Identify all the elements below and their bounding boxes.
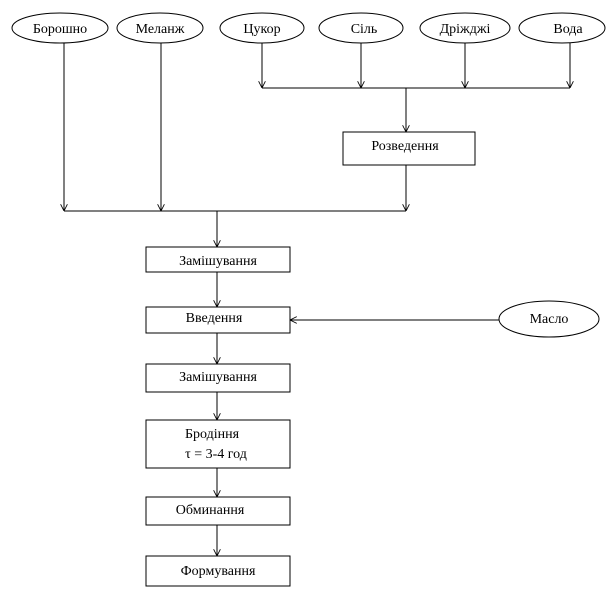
step-punching-down: Обминання [145, 496, 291, 526]
ingredient-yeast-label: Дріжджі [440, 22, 491, 37]
ingredient-melange: Меланж [116, 12, 204, 44]
ingredient-yeast: Дріжджі [419, 12, 511, 44]
ingredient-flour-label: Борошно [33, 22, 87, 37]
ingredient-water-label: Вода [553, 22, 583, 37]
ingredient-flour: Борошно [11, 12, 109, 44]
step-dilution-label: Розведення [371, 139, 439, 154]
step-addition-label: Введення [186, 311, 243, 326]
step-mixing-1-label: Замішування [179, 254, 257, 269]
ingredient-salt: Сіль [318, 12, 404, 44]
step-mixing-2-label: Замішування [179, 370, 257, 385]
step-forming: Формування [145, 555, 291, 587]
step-addition: Введення [145, 306, 291, 334]
step-mixing-1: Замішування [145, 246, 291, 273]
ingredient-salt-label: Сіль [351, 22, 378, 37]
ingredient-melange-label: Меланж [136, 22, 185, 37]
ingredient-water: Вода [518, 12, 606, 44]
step-dilution: Розведення [342, 131, 476, 166]
step-punching-down-label: Обминання [176, 503, 245, 518]
step-mixing-2: Замішування [145, 363, 291, 393]
ingredient-sugar-label: Цукор [243, 22, 280, 37]
ingredient-butter-label: Масло [530, 312, 569, 327]
step-fermentation: Бродіння τ = 3-4 год [145, 419, 291, 469]
step-fermentation-label: Бродіння [185, 427, 240, 442]
step-fermentation-time: τ = 3-4 год [185, 447, 247, 462]
ingredient-sugar: Цукор [219, 12, 305, 44]
ingredient-butter: Масло [498, 300, 600, 338]
step-forming-label: Формування [181, 564, 256, 579]
